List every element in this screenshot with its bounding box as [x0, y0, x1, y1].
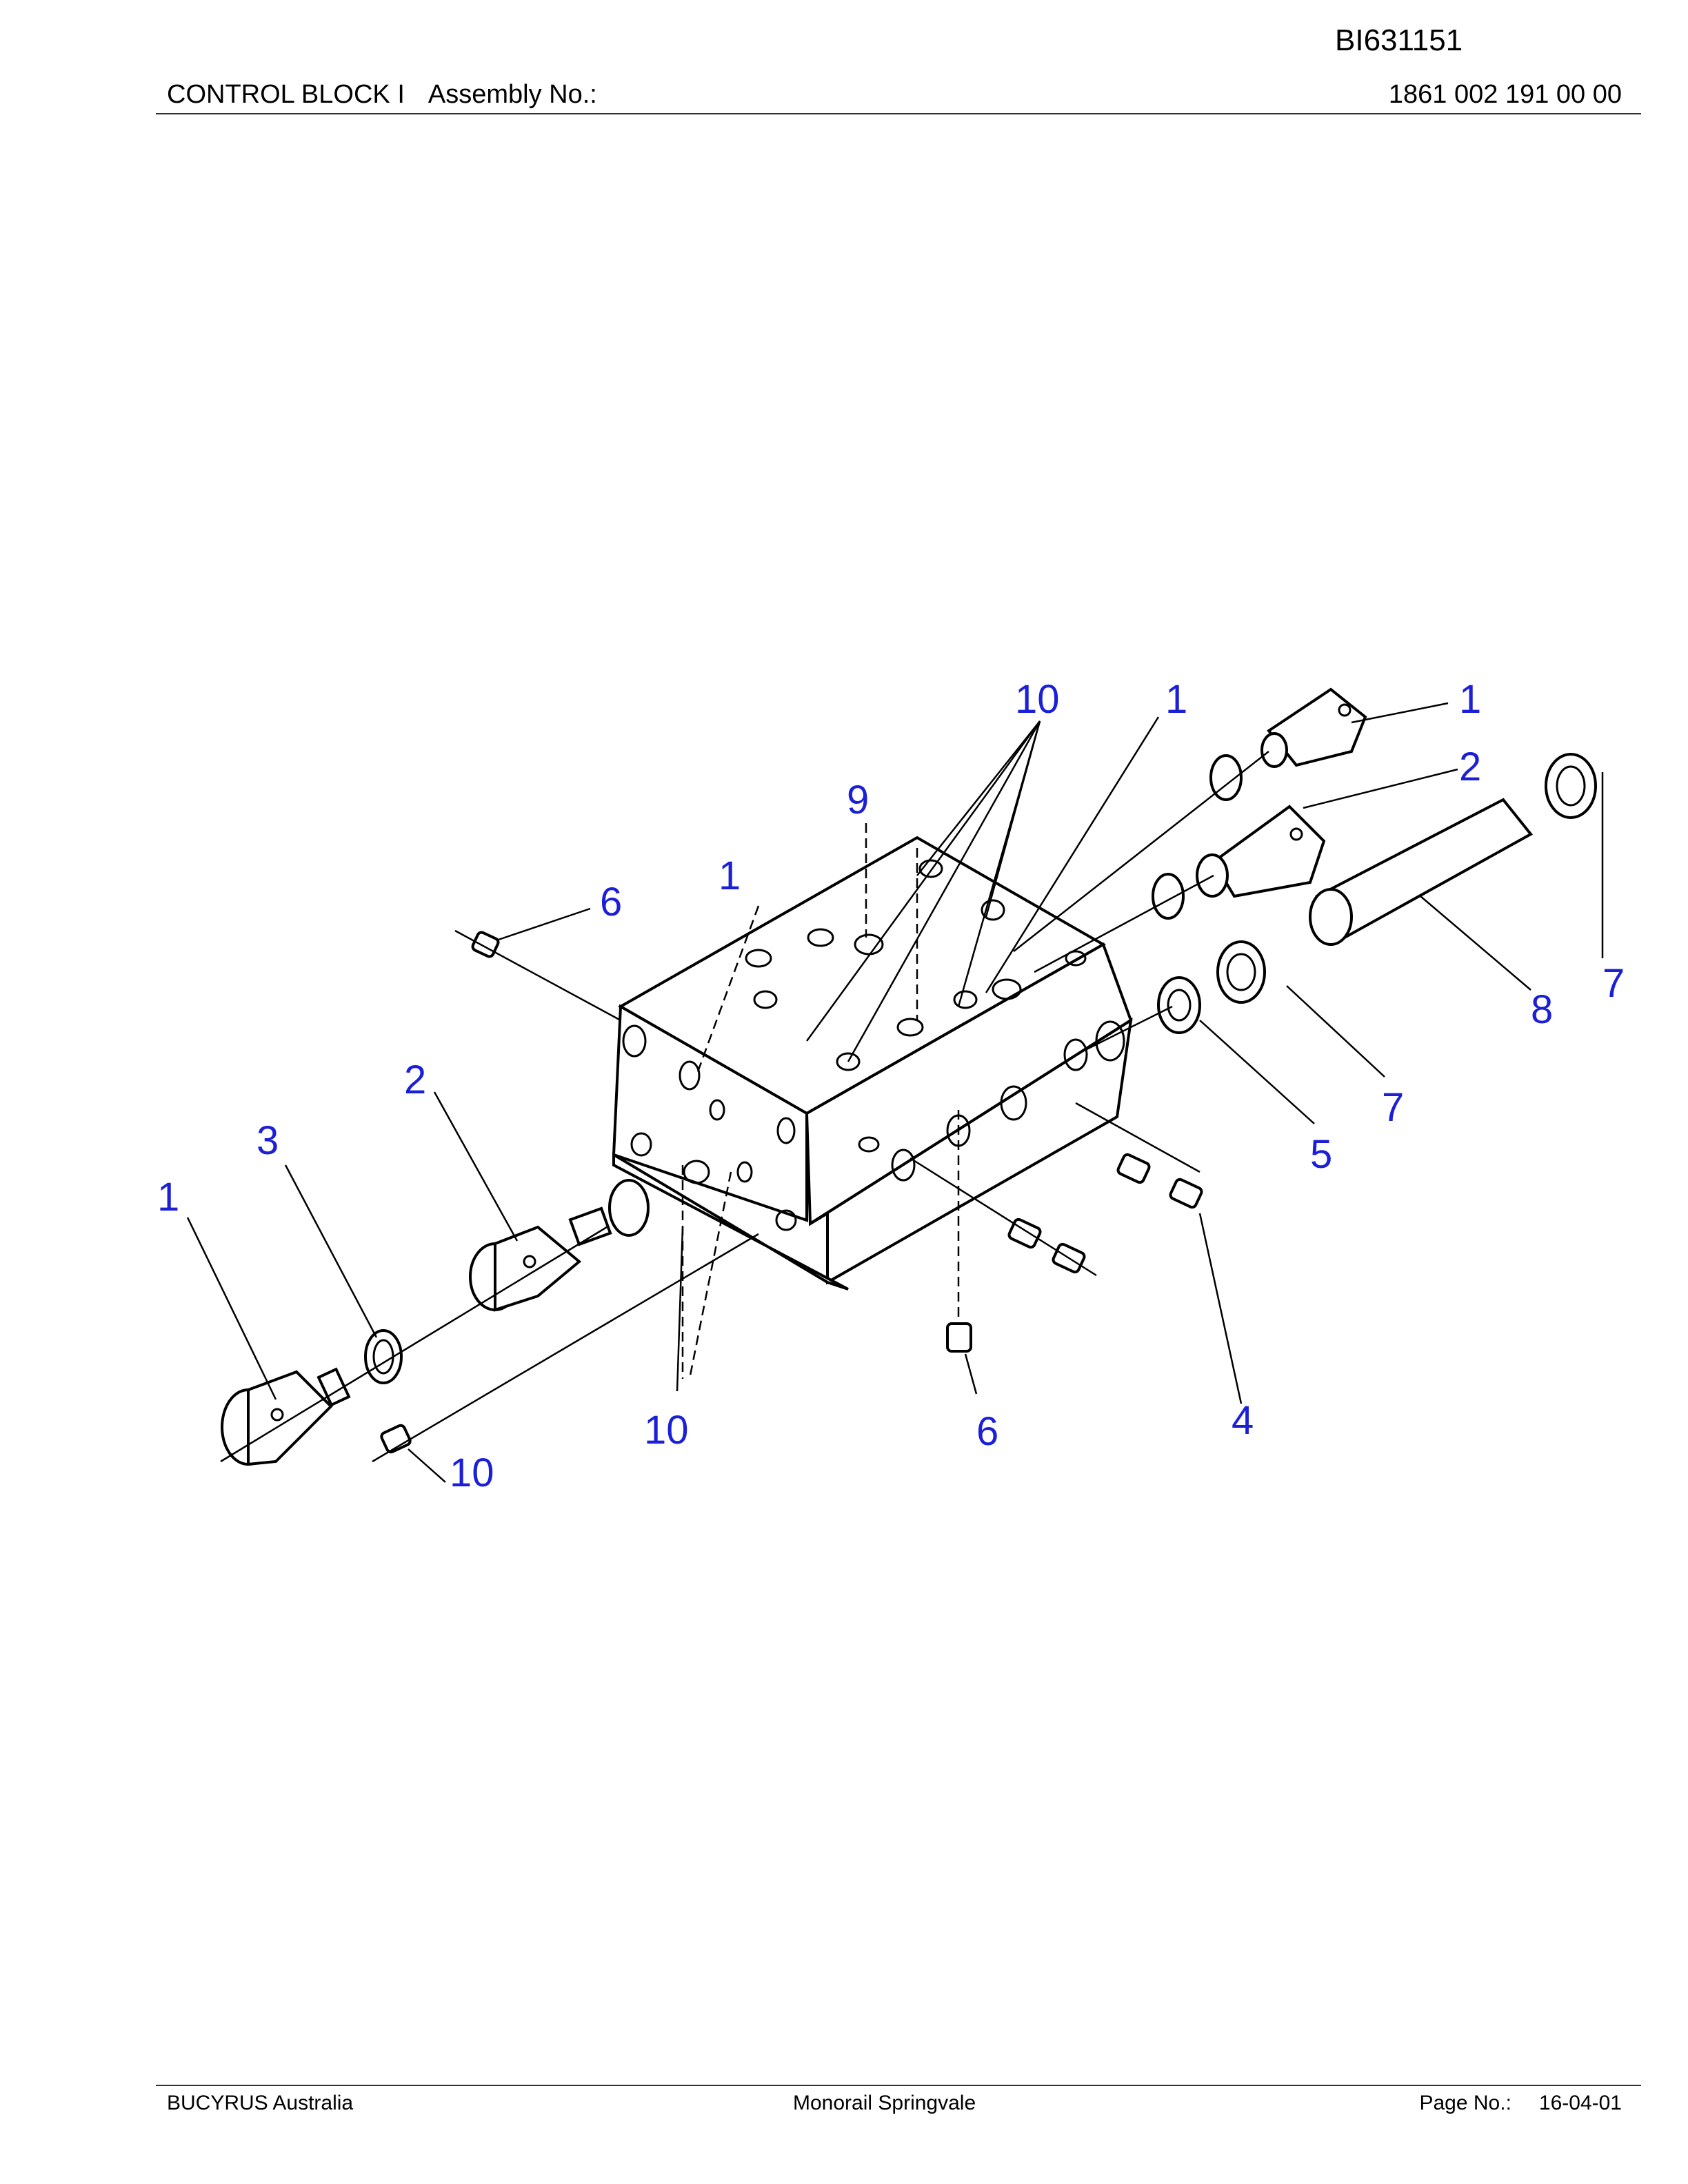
document-id: BI631151	[1335, 23, 1463, 57]
valve-upper-right	[1260, 687, 1367, 768]
assembly-number: 1861 002 191 00 00	[1388, 80, 1622, 109]
fitting-lower-a	[1007, 1217, 1042, 1249]
callout-label: 9	[847, 778, 869, 822]
tube	[1309, 798, 1534, 946]
callout-label: 3	[257, 1118, 279, 1163]
callout-label: 7	[1602, 961, 1625, 1006]
fitting-seven-lower	[1216, 940, 1266, 1004]
callout-label: 1	[157, 1175, 179, 1220]
page-title: CONTROL BLOCK I Assembly No.:	[167, 80, 621, 110]
plug-small-bottom	[946, 1322, 972, 1353]
footer-company: BUCYRUS Australia	[167, 2092, 354, 2114]
callout-label: 1	[719, 853, 741, 898]
callout-leaders	[186, 702, 1604, 1483]
seal-upper-right	[1209, 754, 1243, 801]
header-rule	[156, 113, 1641, 114]
fitting-right-a	[1116, 1153, 1151, 1184]
callout-label: 10	[450, 1450, 494, 1495]
callout-labels: 10 1 1 2 9 1 6 7 8 7 5 2 3 1 10 6 4 10	[157, 677, 1625, 1495]
assembly-lines	[220, 751, 1269, 1463]
page-label: Page No.:	[1419, 2092, 1511, 2114]
fitting-seven-upper	[1545, 753, 1597, 819]
fitting-right-b	[1169, 1177, 1203, 1209]
fitting-five	[1157, 976, 1201, 1034]
plug-small-left	[471, 931, 500, 958]
callout-label: 10	[644, 1408, 689, 1453]
fitting-bottom-left	[380, 1424, 412, 1454]
plug-left	[221, 1367, 351, 1466]
callout-label: 1	[1459, 677, 1481, 722]
assembly-label: Assembly No.:	[428, 80, 597, 109]
callout-label: 2	[404, 1058, 426, 1102]
assembly-title: CONTROL BLOCK I	[167, 80, 405, 109]
callout-label: 6	[600, 880, 622, 924]
control-block	[612, 836, 1133, 1291]
page-number: 16-04-01	[1538, 2092, 1622, 2114]
exploded-parts	[221, 687, 1597, 1466]
seal-ring	[364, 1329, 403, 1384]
callout-label: 7	[1382, 1085, 1404, 1130]
valve-right	[1196, 805, 1326, 898]
callout-label: 6	[976, 1409, 998, 1454]
washer-left	[608, 1179, 650, 1237]
callout-label: 4	[1232, 1398, 1254, 1443]
callout-label: 2	[1459, 745, 1481, 789]
valve-left	[469, 1206, 612, 1312]
callout-label: 1	[1165, 677, 1187, 722]
callout-label: 5	[1310, 1132, 1332, 1177]
footer-page: Page No.: 16-04-01	[1419, 2092, 1622, 2115]
footer-site: Monorail Springvale	[793, 2092, 976, 2114]
seal-right	[1152, 873, 1185, 920]
footer-rule	[156, 2085, 1641, 2086]
callout-label: 10	[1015, 677, 1060, 722]
callout-label: 8	[1531, 987, 1553, 1032]
